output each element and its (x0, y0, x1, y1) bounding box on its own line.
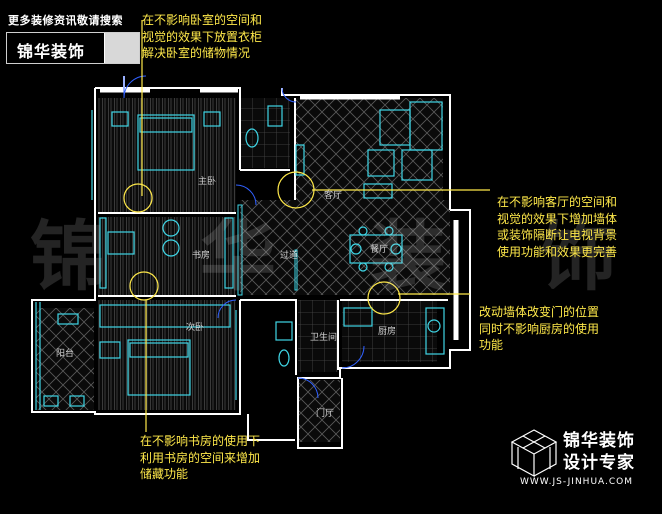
room-label-foyer: 门厅 (316, 407, 334, 419)
room-label-master-bedroom: 主卧 (198, 175, 216, 187)
room-labels: 主卧 客厅 餐厅 书房 过道 次卧 阳台 卫生间 厨房 门厅 (56, 175, 396, 419)
watermark-char-4: 饰 (540, 212, 616, 301)
logo-url: WWW.JS-JINHUA.COM (520, 477, 634, 487)
header-search-prompt: 更多装修资讯敬请搜索 (8, 14, 123, 27)
annotation-bedroom: 在不影响卧室的空间和 视觉的效果下放置衣柜 解决卧室的储物情况 (142, 13, 263, 60)
floor-fills (36, 98, 450, 442)
callouts (123, 20, 490, 432)
brand-search-box: 锦华装饰 (6, 32, 140, 64)
annotation-kitchen: 改动墙体改变门的位置 同时不影响厨房的使用 功能 (479, 305, 600, 352)
room-label-balcony: 阳台 (56, 347, 74, 359)
door-swings (123, 75, 365, 399)
brand-name: 锦华装饰 (17, 42, 86, 61)
logo-line-1: 锦华装饰 (563, 431, 635, 451)
watermark-char-3: 装 (370, 212, 446, 301)
logo-line-2: 设计专家 (563, 453, 635, 473)
search-button[interactable] (104, 33, 139, 63)
furniture (35, 101, 445, 410)
room-label-living: 客厅 (324, 189, 342, 201)
annotation-living-room: 在不影响客厅的空间和 视觉的效果下增加墙体 或装饰隔断让电视背景 使用功能和效果… (497, 195, 618, 259)
watermark-char-1: 锦 (30, 212, 106, 301)
room-label-bedroom: 次卧 (186, 321, 204, 333)
logo-text: 锦华装饰 设计专家 (563, 430, 635, 474)
room-label-study: 书房 (192, 249, 210, 261)
annotation-study: 在不影响书房的使用下 利用书房的空间来增加 储藏功能 (140, 434, 261, 481)
room-label-kitchen: 厨房 (378, 325, 396, 337)
room-label-dining: 餐厅 (370, 243, 388, 255)
room-label-corridor: 过道 (280, 249, 298, 261)
logo-cube-icon (510, 429, 558, 478)
watermark-char-2: 华 (200, 212, 276, 301)
room-label-bathroom: 卫生间 (310, 331, 337, 343)
